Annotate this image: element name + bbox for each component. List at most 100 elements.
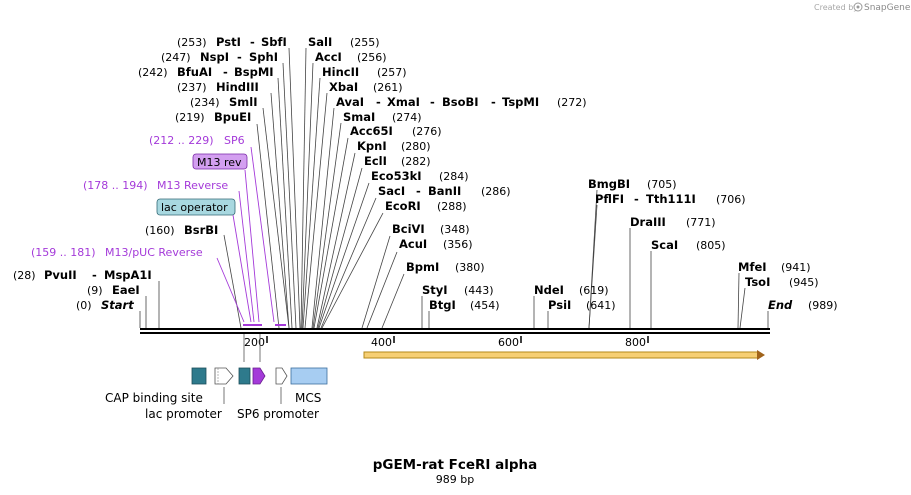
svg-text:-: - (376, 95, 381, 109)
credit-brand: SnapGene (864, 3, 911, 13)
primer-label-m13-puc-reverse[interactable]: (159 .. 181) M13/pUC Reverse (31, 246, 203, 259)
site-label-nspI[interactable]: (247) NspI - SphI (161, 50, 278, 64)
site-label-sacI[interactable]: SacI - BanII (286) (378, 184, 511, 198)
feature-cap-binding-site[interactable] (191, 367, 207, 385)
site-label-bsrBI[interactable]: (160) BsrBI (145, 223, 218, 237)
svg-text:(247): (247) (161, 51, 191, 64)
site-label-eco53kI[interactable]: Eco53kI (284) (371, 169, 469, 183)
svg-text:PstI: PstI (216, 35, 241, 49)
svg-text:TspMI: TspMI (502, 95, 539, 109)
site-label-end: End (989) (768, 298, 838, 312)
svg-text:BsrBI: BsrBI (184, 223, 218, 237)
feature-label-sp6-promoter: SP6 promoter (237, 407, 319, 421)
site-label-bpmI[interactable]: BpmI (380) (406, 260, 485, 274)
site-label-bmgBI[interactable]: BmgBI (705) (588, 177, 677, 191)
svg-text:-: - (92, 268, 97, 282)
site-label-btgI[interactable]: BtgI (454) (429, 298, 500, 312)
svg-text:DraIII: DraIII (630, 215, 666, 229)
svg-text:(237): (237) (177, 81, 207, 94)
site-label-styI[interactable]: StyI (443) (422, 283, 494, 297)
site-label-salI[interactable]: SalI (255) (308, 35, 380, 49)
svg-text:(255): (255) (350, 36, 380, 49)
svg-text:(286): (286) (481, 185, 511, 198)
svg-text:PvuII: PvuII (44, 268, 77, 282)
primer-label-sp6[interactable]: (212 .. 229) SP6 (149, 134, 245, 147)
site-label-psiI[interactable]: PsiI (641) (548, 298, 616, 312)
site-connector-lines (139, 47, 769, 329)
tick-label-400: 400 (371, 336, 392, 349)
svg-text:(706): (706) (716, 193, 746, 206)
site-label-pvuII[interactable]: (28) PvuII - MspA1I (13, 268, 152, 282)
feature-label-lac-operator[interactable]: lac operator (156, 198, 236, 216)
site-label-eclI[interactable]: EclI (282) (364, 154, 431, 168)
site-label-eaeI[interactable]: (9) EaeI (87, 283, 140, 297)
svg-text:(256): (256) (357, 51, 387, 64)
feature-mcs[interactable] (290, 367, 328, 385)
site-label-ecoRI[interactable]: EcoRI (288) (385, 199, 467, 213)
site-label-tsoI[interactable]: TsoI (945) (745, 275, 819, 289)
site-label-hindIII[interactable]: (237) HindIII (177, 80, 259, 94)
svg-text:(284): (284) (439, 170, 469, 183)
svg-text:(454): (454) (470, 299, 500, 312)
site-label-pstI[interactable]: (253) PstI - SbfI (177, 35, 287, 49)
svg-text:MspA1I: MspA1I (104, 268, 152, 282)
svg-text:(261): (261) (373, 81, 403, 94)
site-label-smlI[interactable]: (234) SmlI (190, 95, 258, 109)
primer-label-m13-rev[interactable]: M13 rev (192, 153, 248, 170)
snapgene-logo-icon (853, 2, 863, 12)
site-label-mfeI[interactable]: MfeI (941) (738, 260, 811, 274)
site-label-accI[interactable]: AccI (256) (315, 50, 387, 64)
svg-text:PflFI: PflFI (595, 192, 624, 206)
svg-text:(0): (0) (76, 299, 92, 312)
site-label-acc65I[interactable]: Acc65I (276) (350, 124, 442, 138)
svg-text:(253): (253) (177, 36, 207, 49)
svg-text:lac operator: lac operator (161, 201, 228, 214)
orf-arrow[interactable] (363, 350, 765, 360)
site-label-acuI[interactable]: AcuI (356) (399, 237, 473, 251)
feature-lac-operator[interactable] (238, 367, 251, 385)
svg-text:(282): (282) (401, 155, 431, 168)
site-label-draIII[interactable]: DraIII (771) (630, 215, 716, 229)
svg-text:-: - (237, 50, 242, 64)
svg-text:(805): (805) (696, 239, 726, 252)
svg-text:(234): (234) (190, 96, 220, 109)
svg-text:-: - (430, 95, 435, 109)
svg-text:(242): (242) (138, 66, 168, 79)
feature-lac-promoter[interactable] (214, 367, 234, 385)
site-label-scaI[interactable]: ScaI (805) (651, 238, 726, 252)
site-label-pflFI[interactable]: PflFI - Tth111I (706) (595, 192, 746, 206)
map-length: 989 bp (436, 473, 474, 486)
svg-text:XmaI: XmaI (387, 95, 420, 109)
svg-text:-: - (250, 35, 255, 49)
svg-text:(212 .. 229): (212 .. 229) (149, 134, 214, 147)
feature-label-cap-binding-site: CAP binding site (105, 391, 203, 405)
svg-text:(443): (443) (464, 284, 494, 297)
svg-text:EcoRI: EcoRI (385, 199, 421, 213)
site-label-bciVI[interactable]: BciVI (348) (392, 222, 470, 236)
svg-text:-: - (491, 95, 496, 109)
svg-text:SP6: SP6 (224, 134, 245, 147)
feature-leader-lines (223, 334, 282, 404)
svg-text:Start: Start (101, 298, 134, 312)
svg-text:BpuEI: BpuEI (214, 110, 251, 124)
primer-label-m13-reverse[interactable]: (178 .. 194) M13 Reverse (83, 179, 228, 192)
site-label-hincII[interactable]: HincII (257) (322, 65, 407, 79)
site-label-smaI[interactable]: SmaI (274) (343, 110, 422, 124)
svg-text:(276): (276) (412, 125, 442, 138)
svg-text:ScaI: ScaI (651, 238, 678, 252)
feature-sp6-primer-site[interactable] (252, 367, 266, 385)
svg-text:AvaI: AvaI (336, 95, 364, 109)
feature-sp6-promoter[interactable] (275, 367, 288, 385)
site-label-ndeI[interactable]: NdeI (619) (534, 283, 609, 297)
site-label-kpnI[interactable]: KpnI (280) (357, 139, 431, 153)
svg-text:SalI: SalI (308, 35, 332, 49)
site-label-bfuAI[interactable]: (242) BfuAI - BspMI (138, 65, 274, 79)
site-label-avaI[interactable]: AvaI - XmaI - BsoBI - TspMI (272) (336, 95, 587, 109)
site-label-xbaI[interactable]: XbaI (261) (329, 80, 403, 94)
site-label-bpuEI[interactable]: (219) BpuEI (175, 110, 251, 124)
svg-text:M13/pUC Reverse: M13/pUC Reverse (105, 246, 203, 259)
svg-text:AccI: AccI (315, 50, 342, 64)
svg-text:PsiI: PsiI (548, 298, 571, 312)
svg-text:StyI: StyI (422, 283, 448, 297)
svg-text:-: - (634, 192, 639, 206)
